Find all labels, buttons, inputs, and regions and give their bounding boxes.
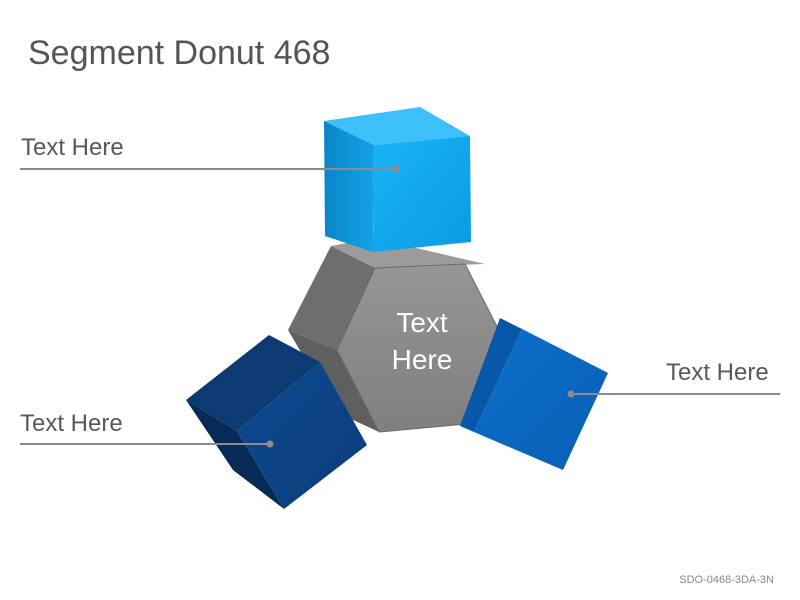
cube-top-front-face [373, 136, 471, 252]
label-top-left: Text Here [21, 134, 124, 161]
leader-dot-top [392, 165, 400, 173]
hexagon-lower-left-side [288, 330, 379, 432]
cube-right-side-face [460, 318, 522, 432]
page-title: Segment Donut 468 [28, 34, 331, 72]
label-bottom-left: Text Here [20, 410, 123, 437]
leader-dot-bottom-left [266, 440, 274, 448]
cube-left-side-face [186, 400, 284, 509]
label-right: Text Here [666, 359, 769, 386]
cube-right-front-face [474, 329, 608, 470]
center-label-line1: Text [396, 307, 448, 338]
leader-dot-right [567, 390, 575, 398]
leader-lines [20, 165, 780, 448]
cube-right [460, 318, 608, 470]
footer-code: SDO-0468-3DA-3N [679, 574, 774, 586]
cube-left-top-face [186, 335, 320, 431]
cube-top [324, 107, 471, 252]
center-label-line2: Here [392, 344, 453, 375]
center-hexagon: Text Here [288, 238, 508, 433]
cube-top-side-face [324, 121, 374, 252]
cube-top-top-face [324, 107, 470, 145]
hexagon-upper-left-side [288, 246, 375, 350]
cube-left [186, 335, 367, 509]
cube-left-front-face [237, 362, 367, 509]
